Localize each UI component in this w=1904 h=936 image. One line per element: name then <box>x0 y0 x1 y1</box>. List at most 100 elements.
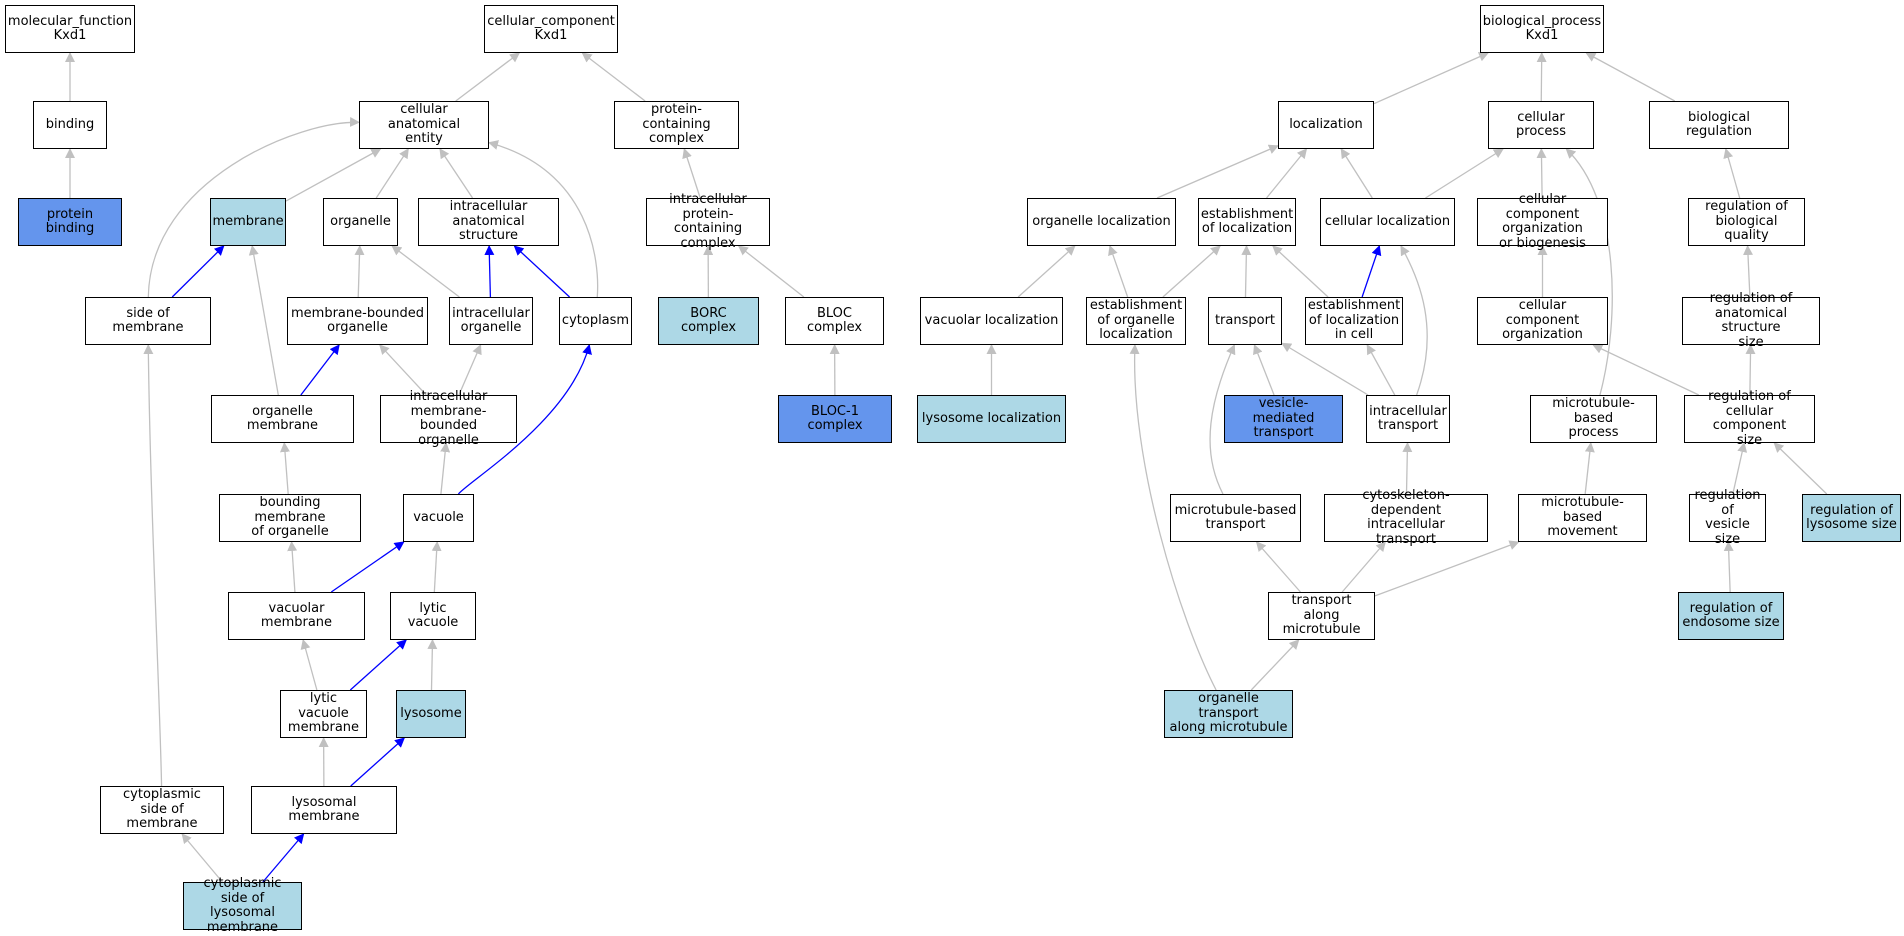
edge-vacuolar-membrane-to-bounding-membrane <box>287 541 298 593</box>
node-bounding-membrane[interactable]: bounding membrane of organelle <box>219 494 361 542</box>
node-transport-along-microtubule[interactable]: transport along microtubule <box>1268 592 1375 640</box>
node-intracellular-organelle[interactable]: intracellular organelle <box>449 297 533 345</box>
edge-transport-along-microtubule-to-microtubule-based-movement <box>1374 540 1520 597</box>
node-organelle-transport-along-microtubule[interactable]: organelle transport along microtubule <box>1164 690 1293 738</box>
node-protein-containing-complex[interactable]: protein-containing complex <box>614 101 739 149</box>
node-vesicle-mediated-transport[interactable]: vesicle-mediated transport <box>1224 395 1343 443</box>
node-vacuolar-membrane[interactable]: vacuolar membrane <box>228 592 365 640</box>
edge-membrane-bounded-organelle-to-organelle <box>354 245 365 298</box>
node-intracellular-anatomical-structure[interactable]: intracellular anatomical structure <box>418 198 559 246</box>
edge-side-of-membrane-to-membrane <box>171 245 225 298</box>
node-membrane[interactable]: membrane <box>210 198 286 246</box>
node-establishment-of-organelle-localization[interactable]: establishment of organelle localization <box>1086 297 1186 345</box>
node-regulation-of-cellular-component-size[interactable]: regulation of cellular component size <box>1684 389 1815 447</box>
node-intracellular-protein-containing-complex[interactable]: intracellular protein-containing complex <box>646 192 770 250</box>
node-vacuolar-localization[interactable]: vacuolar localization <box>920 297 1063 345</box>
node-cytoskeleton-dependent-intracellular-transport[interactable]: cytoskeleton-dependent intracellular tra… <box>1324 488 1488 546</box>
node-mf-root[interactable]: molecular_function Kxd1 <box>5 5 135 53</box>
edge-cytoplasm-to-cellular-anatomical-entity <box>488 140 599 298</box>
node-cellular-component-organization[interactable]: cellular component organization <box>1477 297 1608 345</box>
node-organelle-localization[interactable]: organelle localization <box>1027 198 1176 246</box>
node-binding[interactable]: binding <box>33 101 107 149</box>
edge-localization-to-bp-root <box>1373 52 1489 105</box>
node-microtubule-based-movement[interactable]: microtubule-based movement <box>1518 494 1647 542</box>
edge-regulation-of-endosome-size-to-regulation-of-vesicle-size <box>1723 541 1734 593</box>
edge-intracellular-transport-to-establishment-of-localization-in-cell <box>1366 344 1396 396</box>
node-bloc1-complex[interactable]: BLOC-1 complex <box>778 395 892 443</box>
edge-membrane-to-cellular-anatomical-entity <box>285 148 382 202</box>
edge-cellular-localization-to-localization <box>1340 148 1373 199</box>
edge-cytoplasmic-side-of-membrane-to-side-of-membrane <box>143 344 163 787</box>
node-organelle-membrane[interactable]: organelle membrane <box>211 395 354 443</box>
edge-organelle-membrane-to-membrane <box>248 245 279 396</box>
edge-organelle-membrane-to-membrane-bounded-organelle <box>300 344 340 396</box>
node-borc-complex[interactable]: BORC complex <box>658 297 759 345</box>
edge-intracellular-anatomical-structure-to-cellular-anatomical-entity <box>439 148 474 199</box>
node-lysosome-localization[interactable]: lysosome localization <box>917 395 1066 443</box>
edge-transport-along-microtubule-to-cytoskeleton-dependent-intracellular-transport <box>1341 541 1386 593</box>
edge-establishment-of-localization-in-cell-to-cellular-localization <box>1361 245 1382 298</box>
node-cytoplasmic-side-of-lysosomal-membrane[interactable]: cytoplasmic side of lysosomal membrane <box>183 876 302 934</box>
edge-regulation-of-lysosome-size-to-regulation-of-cellular-component-size <box>1773 442 1828 495</box>
edge-regulation-of-biological-quality-to-biological-regulation <box>1723 148 1741 199</box>
node-regulation-of-vesicle-size[interactable]: regulation of vesicle size <box>1689 488 1766 546</box>
node-cellular-process[interactable]: cellular process <box>1488 101 1594 149</box>
node-organelle[interactable]: organelle <box>323 198 398 246</box>
edge-cytoplasmic-side-of-lysosomal-membrane-to-lysosomal-membrane <box>262 833 305 883</box>
edge-regulation-of-cellular-component-size-to-cellular-component-organization <box>1592 344 1700 396</box>
edge-intracellular-protein-containing-complex-to-protein-containing-complex <box>682 148 701 199</box>
node-lysosome[interactable]: lysosome <box>396 690 466 738</box>
edge-lytic-vacuole-membrane-to-vacuolar-membrane <box>300 639 318 691</box>
edge-regulation-of-cellular-component-size-to-regulation-of-anatomical-structure-size <box>1745 344 1756 396</box>
node-lytic-vacuole[interactable]: lytic vacuole <box>390 592 476 640</box>
node-membrane-bounded-organelle[interactable]: membrane-bounded organelle <box>287 297 428 345</box>
edge-microtubule-based-transport-to-transport <box>1209 344 1236 495</box>
edge-lysosomal-membrane-to-lysosome <box>350 737 405 787</box>
node-microtubule-based-transport[interactable]: microtubule-based transport <box>1170 494 1301 542</box>
node-localization[interactable]: localization <box>1278 101 1374 149</box>
edge-intracellular-membrane-bounded-organelle-to-intracellular-organelle <box>458 344 482 396</box>
node-cc-root[interactable]: cellular_component Kxd1 <box>484 5 618 53</box>
node-lytic-vacuole-membrane[interactable]: lytic vacuole membrane <box>280 690 367 738</box>
node-protein-binding[interactable]: protein binding <box>18 198 122 246</box>
node-regulation-of-anatomical-structure-size[interactable]: regulation of anatomical structure size <box>1682 291 1820 349</box>
edge-microtubule-based-movement-to-microtubule-based-process <box>1584 442 1595 495</box>
edge-vacuolar-membrane-to-vacuole <box>330 541 405 593</box>
node-intracellular-membrane-bounded-organelle[interactable]: intracellular membrane-bounded organelle <box>380 389 517 447</box>
edge-cellular-anatomical-entity-to-cc-root <box>455 52 521 102</box>
node-cellular-localization[interactable]: cellular localization <box>1320 198 1455 246</box>
edge-establishment-of-organelle-localization-to-establishment-of-localization <box>1162 245 1221 298</box>
node-bp-root[interactable]: biological_process Kxd1 <box>1480 5 1604 53</box>
node-regulation-of-lysosome-size[interactable]: regulation of lysosome size <box>1802 494 1901 542</box>
node-bloc-complex[interactable]: BLOC complex <box>785 297 884 345</box>
edge-microtubule-based-process-to-cellular-process <box>1565 148 1613 396</box>
edge-side-of-membrane-to-cellular-anatomical-entity <box>147 117 360 298</box>
node-establishment-of-localization-in-cell[interactable]: establishment of localization in cell <box>1305 297 1403 345</box>
edge-lytic-vacuole-to-vacuole <box>431 541 442 593</box>
edge-intracellular-transport-to-transport <box>1281 342 1369 396</box>
node-intracellular-transport[interactable]: intracellular transport <box>1366 395 1450 443</box>
node-establishment-of-localization[interactable]: establishment of localization <box>1198 198 1296 246</box>
node-cytoplasmic-side-of-membrane[interactable]: cytoplasmic side of membrane <box>100 786 224 834</box>
node-microtubule-based-process[interactable]: microtubule-based process <box>1530 395 1657 443</box>
node-regulation-of-endosome-size[interactable]: regulation of endosome size <box>1678 592 1784 640</box>
edge-cellular-component-organization-or-biogenesis-to-cellular-process <box>1536 148 1547 199</box>
edge-vacuole-to-intracellular-membrane-bounded-organelle <box>440 442 451 495</box>
node-transport[interactable]: transport <box>1208 297 1282 345</box>
node-lysosomal-membrane[interactable]: lysosomal membrane <box>251 786 397 834</box>
edge-establishment-of-localization-to-localization <box>1266 148 1308 199</box>
edge-cellular-localization-to-cellular-process <box>1425 148 1504 199</box>
edge-vacuolar-localization-to-organelle-localization <box>1017 245 1076 298</box>
node-cellular-anatomical-entity[interactable]: cellular anatomical entity <box>359 101 489 149</box>
edge-intracellular-organelle-to-organelle <box>391 245 460 298</box>
edge-intracellular-membrane-bounded-organelle-to-membrane-bounded-organelle <box>379 344 427 396</box>
node-side-of-membrane[interactable]: side of membrane <box>85 297 211 345</box>
edge-establishment-of-organelle-localization-to-organelle-localization <box>1108 245 1129 298</box>
node-vacuole[interactable]: vacuole <box>403 494 474 542</box>
node-biological-regulation[interactable]: biological regulation <box>1649 101 1789 149</box>
node-cellular-component-organization-or-biogenesis[interactable]: cellular component organization or bioge… <box>1477 192 1608 250</box>
node-regulation-of-biological-quality[interactable]: regulation of biological quality <box>1688 198 1805 246</box>
node-cytoplasm[interactable]: cytoplasm <box>559 297 632 345</box>
edge-protein-containing-complex-to-cc-root <box>581 52 646 102</box>
